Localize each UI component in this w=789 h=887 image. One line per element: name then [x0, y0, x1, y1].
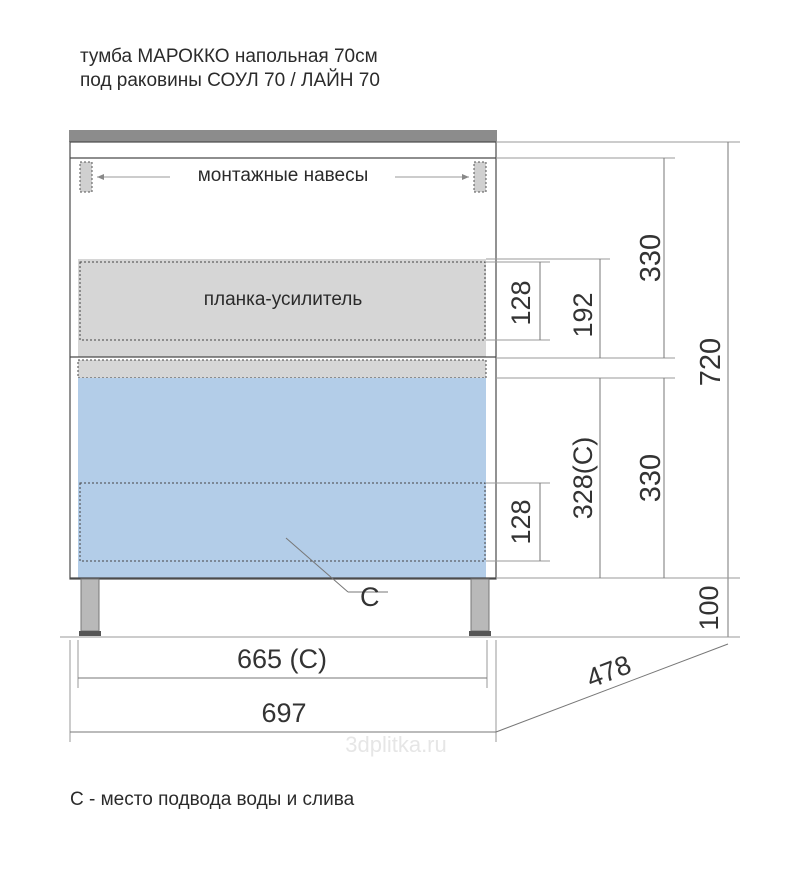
leg-right-foot [469, 631, 491, 636]
leg-left-foot [79, 631, 101, 636]
dim-330-lower: 330 [635, 454, 667, 502]
lower-drawer-dashed [79, 482, 486, 562]
hanger-right-icon [473, 161, 487, 193]
hanger-left-icon [79, 161, 93, 193]
hanger-arrowhead-left [97, 174, 104, 180]
dim-192: 192 [568, 292, 598, 337]
dim-328c: 328(C) [568, 437, 598, 520]
hanger-arrowhead-right [462, 174, 469, 180]
dim-720: 720 [695, 338, 727, 386]
upper-drawer-dashed [79, 261, 486, 341]
legend-text: С - место подвода воды и слива [70, 789, 355, 810]
c-pointer-line [285, 537, 349, 593]
dim-128-upper: 128 [506, 280, 536, 325]
dim-line-478 [495, 643, 729, 733]
dim-128-lower: 128 [506, 499, 536, 544]
title-line-2: под раковины СОУЛ 70 / ЛАЙН 70 [80, 69, 380, 91]
plank-strip [78, 360, 486, 378]
countertop [69, 130, 497, 142]
reinforcement-plank [78, 259, 486, 357]
water-zone [78, 378, 486, 578]
dim-330-top: 330 [635, 234, 667, 282]
watermark: 3dplitka.ru [345, 732, 447, 757]
dim-697: 697 [261, 698, 306, 728]
c-marker-label: C [360, 582, 380, 612]
leg-left [80, 578, 100, 632]
cabinet-outline [69, 141, 497, 580]
dim-100: 100 [694, 585, 724, 630]
reinforcement-label: планка-усилитель [204, 289, 363, 310]
dim-665c: 665 (C) [237, 644, 327, 674]
hangers-label: монтажные навесы [198, 165, 369, 186]
leg-right [470, 578, 490, 632]
dim-478: 478 [582, 650, 635, 694]
title-line-1: тумба МАРОККО напольная 70см [80, 46, 378, 67]
